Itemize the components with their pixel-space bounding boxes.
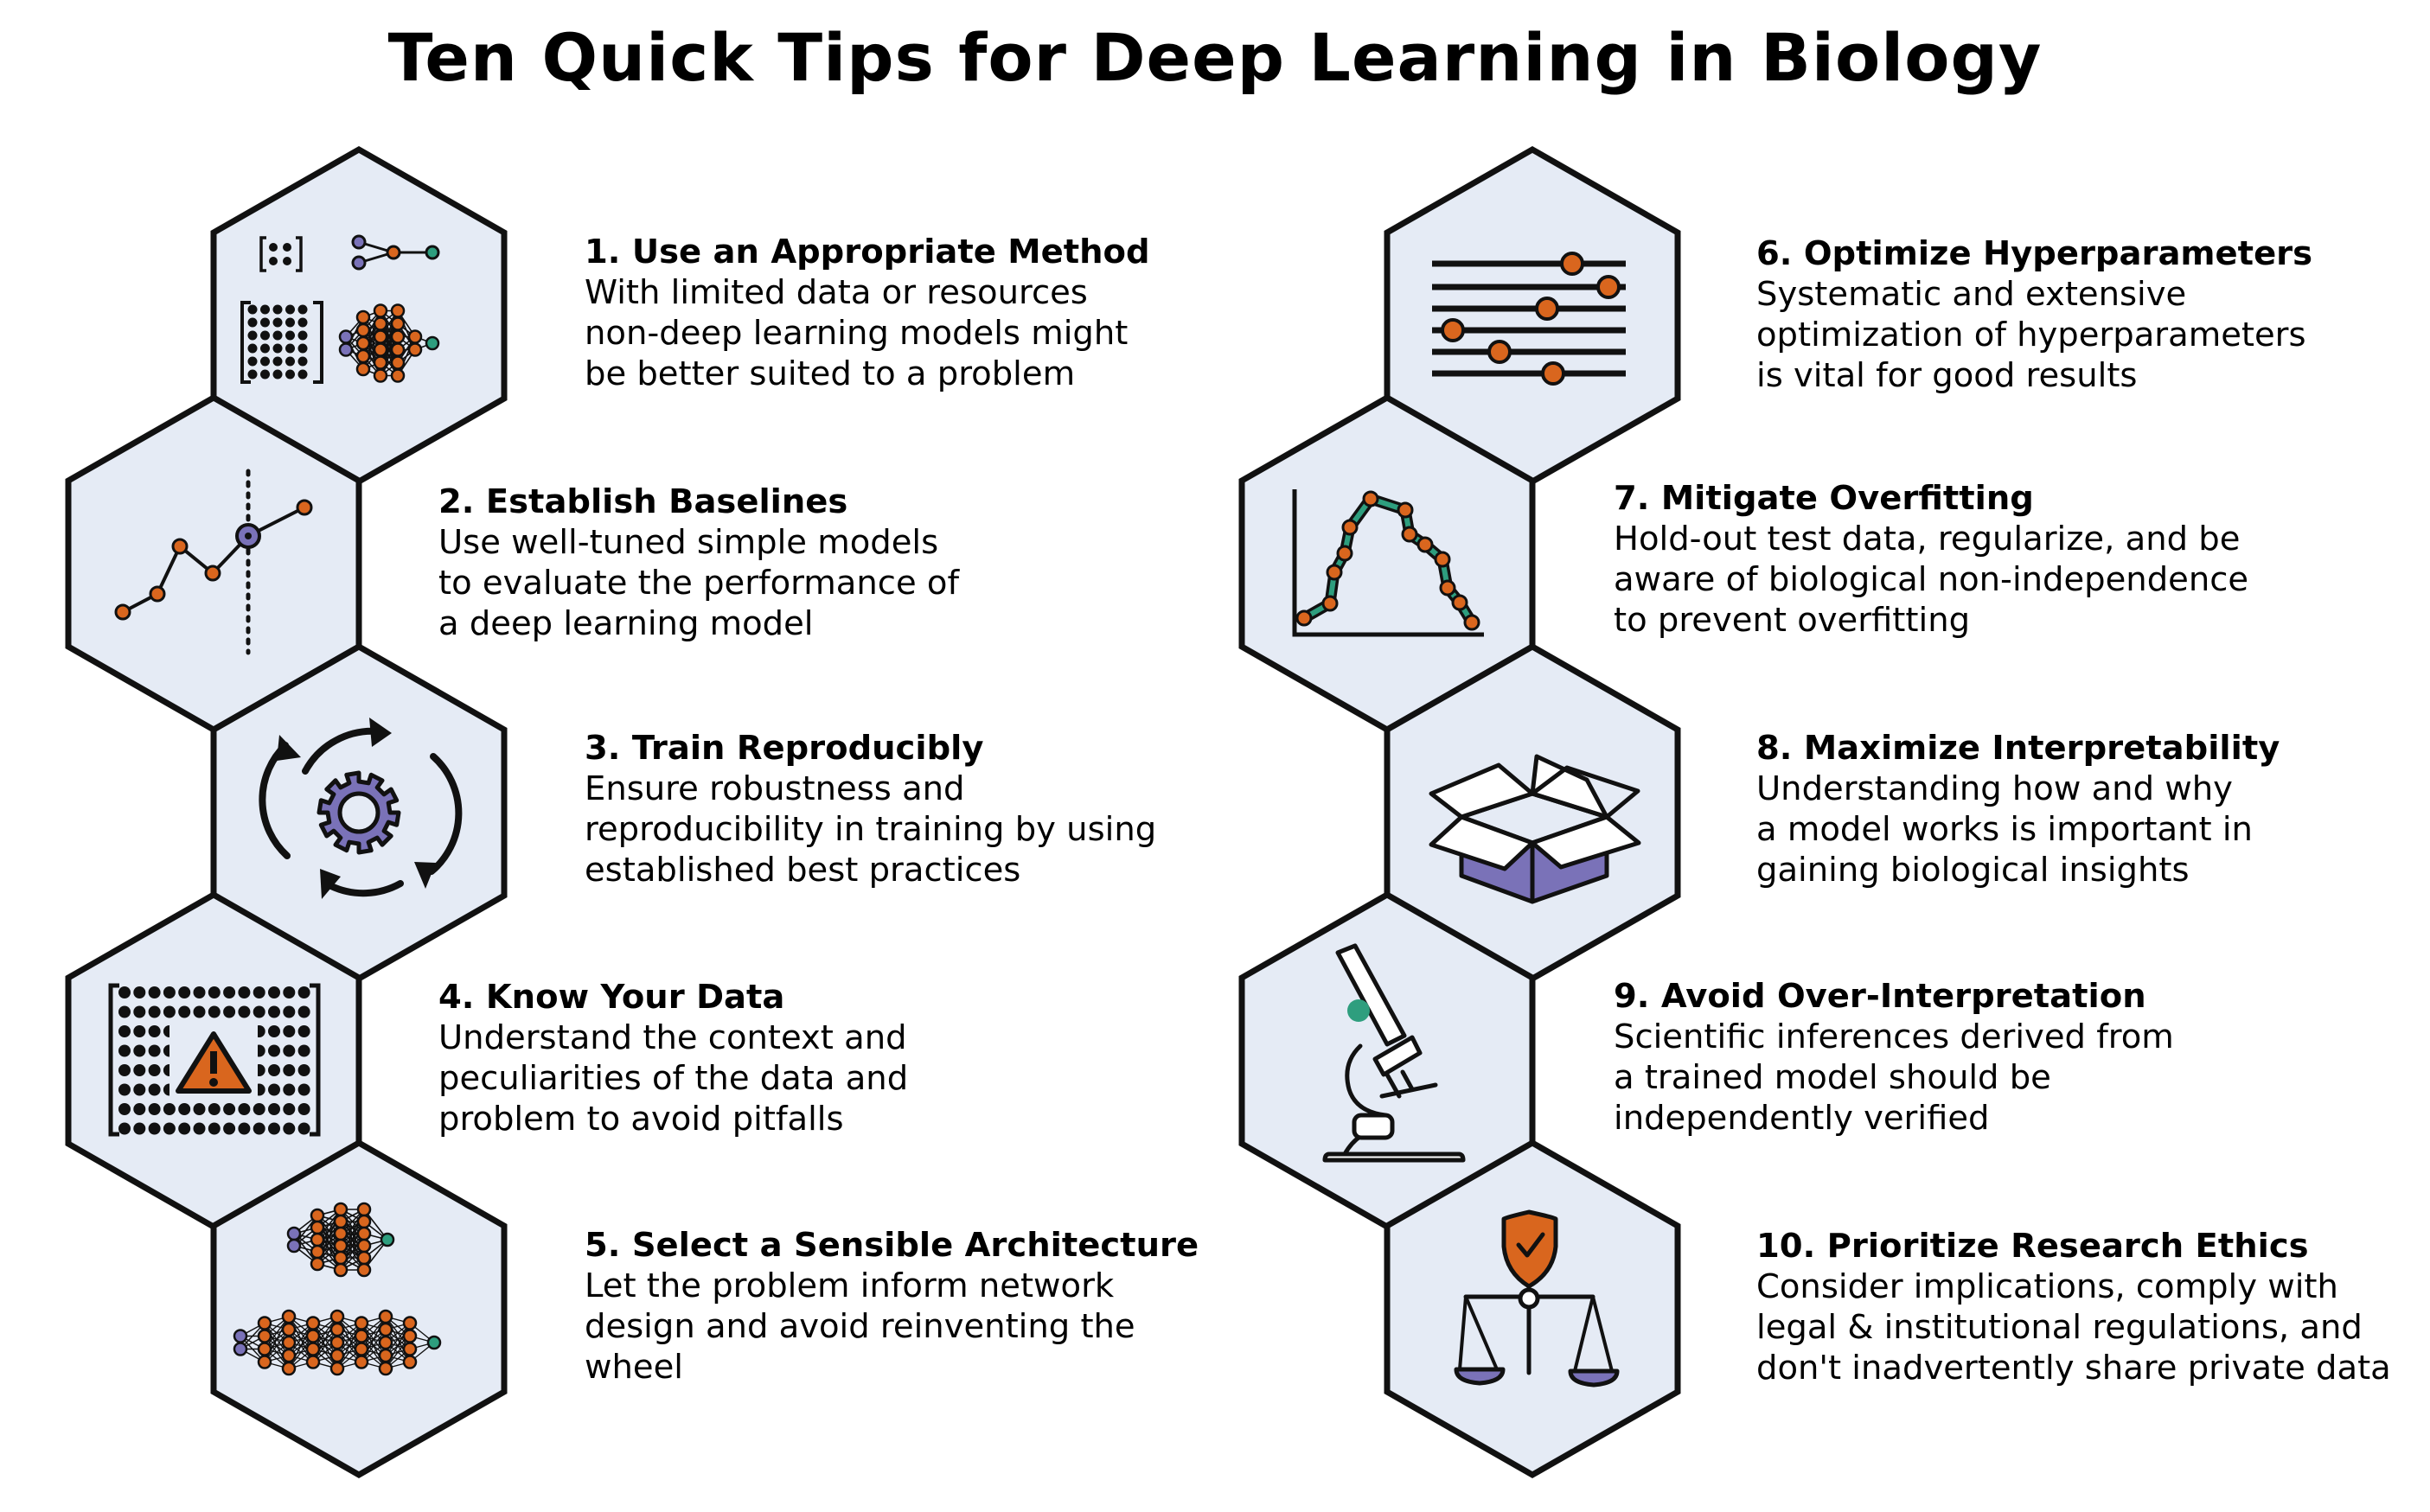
overfit-curve-icon [1292,489,1484,637]
tip-number: 6. [1756,234,1793,273]
sliders-icon [1432,252,1626,386]
tip-number: 7. [1614,479,1650,518]
tip-number: 4. [438,978,475,1017]
tip-5: 5. Select a Sensible Architecture Let th… [585,1225,1294,1388]
open-box-icon [1429,754,1641,904]
tip-body: With limited data or resources non-deep … [585,273,1129,393]
tip-7: 7. Mitigate Overfitting Hold-out test da… [1614,478,2323,641]
tip-number: 8. [1756,729,1793,768]
data-matrix-warning-icon [108,983,321,1137]
tip-number: 5. [585,1226,621,1265]
tip-number: 1. [585,233,621,271]
tip-title: Select a Sensible Architecture [631,1226,1199,1265]
baseline-line-plot-icon [114,469,313,655]
tip-title: Optimize Hyperparameters [1803,234,2313,273]
tip-4: 4. Know Your Data Understand the context… [438,977,1148,1139]
tip-2: 2. Establish Baselines Use well-tuned si… [438,482,1148,644]
tip-number: 9. [1614,977,1650,1016]
microscope-icon [1322,943,1466,1163]
gear-cycle-icon [259,718,463,899]
tip-body: Use well-tuned simple models to evaluate… [438,523,959,643]
tip-body: Ensure robustness and reproducibility in… [585,769,1157,890]
tip-body: Systematic and extensive optimization of… [1756,275,2306,395]
tip-title: Establish Baselines [485,482,848,521]
tip-title: Mitigate Overfitting [1660,479,2034,518]
tip-body: Scientific inferences derived from a tra… [1614,1018,2174,1138]
tip-title: Avoid Over-Interpretation [1660,977,2146,1016]
tip-title: Train Reproducibly [631,729,984,768]
page-title: Ten Quick Tips for Deep Learning in Biol… [387,19,2043,96]
network-architecture-icon [233,1202,442,1376]
tip-10: 10. Prioritize Research Ethics Consider … [1756,1226,2430,1388]
tip-9: 9. Avoid Over-Interpretation Scientific … [1614,976,2323,1139]
scales-shield-icon [1454,1209,1620,1388]
tip-body: Understand the context and peculiarities… [438,1018,909,1139]
tip-body: Hold-out test data, regularize, and be a… [1614,520,2249,640]
tip-6: 6. Optimize Hyperparameters Systematic a… [1756,233,2430,396]
tip-number: 3. [585,729,621,768]
tip-title: Use an Appropriate Method [631,233,1150,271]
tip-title: Maximize Interpretability [1803,729,2280,768]
tip-body: Understanding how and why a model works … [1756,769,2253,890]
tip-number: 10. [1756,1227,1816,1266]
tip-title: Prioritize Research Ethics [1826,1227,2309,1266]
tip-8: 8. Maximize Interpretability Understandi… [1756,728,2430,890]
tip-3: 3. Train Reproducibly Ensure robustness … [585,728,1294,890]
model-comparison-icon [240,234,440,384]
tip-number: 2. [438,482,475,521]
tip-body: Let the problem inform network design an… [585,1266,1135,1387]
tip-1: 1. Use an Appropriate Method With limite… [585,232,1294,394]
tip-title: Know Your Data [485,978,785,1017]
tip-body: Consider implications, comply with legal… [1756,1267,2391,1388]
